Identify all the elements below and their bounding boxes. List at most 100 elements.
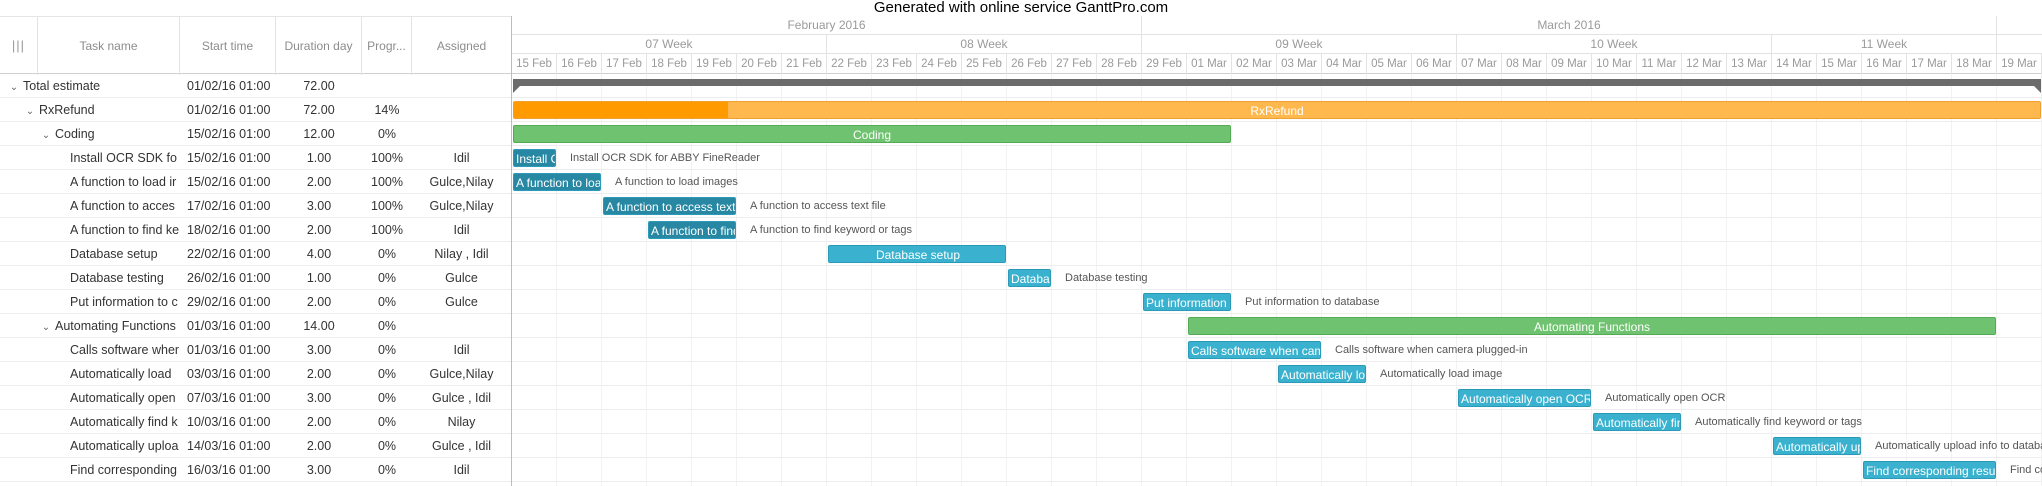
start-time-cell[interactable]: 01/02/16 01:00 <box>187 103 271 117</box>
start-time-cell[interactable]: 26/02/16 01:00 <box>187 271 271 285</box>
task-bar[interactable]: Automatically upload info to database <box>1773 437 1861 455</box>
duration-cell[interactable]: 2.00 <box>306 367 332 381</box>
table-row[interactable]: Automatically load 03/03/16 01:00 2.00 0% Gu… <box>0 362 511 386</box>
assigned-cell[interactable]: Gulce,Nilay <box>429 175 494 189</box>
progress-cell[interactable]: 14% <box>374 103 400 117</box>
task-bar[interactable]: Database setup <box>828 245 1006 263</box>
group-bar[interactable]: Coding <box>513 125 1231 143</box>
start-time-cell[interactable]: 16/03/16 01:00 <box>187 463 271 477</box>
task-name-cell[interactable]: A function to acces <box>0 194 180 218</box>
progress-cell[interactable]: 0% <box>377 367 397 381</box>
assigned-cell[interactable] <box>412 74 511 98</box>
group-bar[interactable]: Automating Functions <box>1188 317 1996 335</box>
start-time-cell[interactable]: 07/03/16 01:00 <box>187 391 271 405</box>
duration-cell[interactable]: 1.00 <box>306 271 332 285</box>
start-time-cell[interactable]: 15/02/16 01:00 <box>187 151 271 165</box>
task-name-cell[interactable]: Calls software wher <box>0 338 180 362</box>
duration-cell[interactable]: 2.00 <box>306 439 332 453</box>
chevron-down-icon[interactable]: ⌄ <box>9 82 19 93</box>
task-bar[interactable]: A function to load images <box>513 173 601 191</box>
duration-cell[interactable]: 14.00 <box>303 319 335 333</box>
progress-cell[interactable]: 0% <box>377 271 397 285</box>
task-name-cell[interactable]: Automatically find k <box>0 410 180 434</box>
task-bar[interactable]: Automatically load image <box>1278 365 1366 383</box>
duration-cell[interactable]: 72.00 <box>303 103 335 117</box>
start-time-cell[interactable]: 22/02/16 01:00 <box>187 247 271 261</box>
column-header-assigned[interactable]: Assigned <box>436 39 487 53</box>
progress-cell[interactable]: 0% <box>377 127 397 141</box>
progress-cell[interactable]: 0% <box>377 463 397 477</box>
progress-cell[interactable]: 100% <box>371 151 403 165</box>
progress-cell[interactable]: 0% <box>377 295 397 309</box>
assigned-cell[interactable]: Idil <box>453 223 470 237</box>
assigned-cell[interactable] <box>412 314 511 338</box>
duration-cell[interactable]: 2.00 <box>306 415 332 429</box>
task-name-cell[interactable]: A function to find ke <box>0 218 180 242</box>
chevron-down-icon[interactable]: ⌄ <box>41 322 51 333</box>
task-bar[interactable]: Find corresponding result <box>1863 461 1996 479</box>
column-header-task-name[interactable]: Task name <box>38 17 180 75</box>
progress-cell[interactable]: 100% <box>371 175 403 189</box>
task-bar[interactable]: Install OCR SDK for ABBY FineReader <box>513 149 556 167</box>
progress-cell[interactable] <box>362 74 412 98</box>
task-bar[interactable]: Calls software when camera plugged-in <box>1188 341 1321 359</box>
assigned-cell[interactable]: Nilay <box>447 415 476 429</box>
duration-cell[interactable]: 12.00 <box>303 127 335 141</box>
chevron-down-icon[interactable]: ⌄ <box>25 106 35 117</box>
task-name-cell[interactable]: Find corresponding <box>0 458 180 482</box>
start-time-cell[interactable]: 29/02/16 01:00 <box>187 295 271 309</box>
chevron-down-icon[interactable]: ⌄ <box>41 130 51 141</box>
duration-cell[interactable]: 3.00 <box>306 463 332 477</box>
task-bar[interactable]: Automatically open OCR <box>1458 389 1591 407</box>
task-bar[interactable]: Put information to database <box>1143 293 1231 311</box>
project-bar[interactable]: RxRefund <box>513 101 2041 119</box>
task-name-cell[interactable]: ⌄RxRefund <box>0 98 180 122</box>
column-header-start-time[interactable]: Start time <box>180 17 276 75</box>
assigned-cell[interactable]: Gulce,Nilay <box>429 367 494 381</box>
duration-cell[interactable]: 2.00 <box>306 223 332 237</box>
start-time-cell[interactable]: 03/03/16 01:00 <box>187 367 271 381</box>
task-name-cell[interactable]: ⌄Automating Functions <box>0 314 180 338</box>
duration-cell[interactable]: 2.00 <box>306 175 332 189</box>
task-name-cell[interactable]: Automatically load <box>0 362 180 386</box>
assigned-cell[interactable]: Gulce , Idil <box>431 391 492 405</box>
assigned-cell[interactable]: Idil <box>453 151 470 165</box>
progress-cell[interactable]: 100% <box>371 199 403 213</box>
progress-cell[interactable]: 100% <box>371 223 403 237</box>
task-name-cell[interactable]: Install OCR SDK fo <box>0 146 180 170</box>
progress-cell[interactable]: 0% <box>377 415 397 429</box>
task-name-cell[interactable]: A function to load ir <box>0 170 180 194</box>
table-row[interactable]: Put information to c 29/02/16 01:00 2.00 0%… <box>0 290 511 314</box>
assigned-cell[interactable]: Gulce <box>445 295 478 309</box>
task-bar[interactable]: A function to find keyword or tags <box>648 221 736 239</box>
start-time-cell[interactable]: 01/02/16 01:00 <box>187 79 271 93</box>
assigned-cell[interactable]: Gulce <box>445 271 478 285</box>
progress-cell[interactable]: 0% <box>377 247 397 261</box>
task-bar[interactable]: Database testing <box>1008 269 1051 287</box>
duration-cell[interactable]: 2.00 <box>306 295 332 309</box>
column-drag-handle[interactable]: ||| <box>0 17 38 75</box>
progress-cell[interactable]: 0% <box>377 319 397 333</box>
task-name-cell[interactable]: Database testing <box>0 266 180 290</box>
task-name-cell[interactable]: Put information to c <box>0 290 180 314</box>
assigned-cell[interactable]: Gulce , Idil <box>431 439 492 453</box>
start-time-cell[interactable]: 01/03/16 01:00 <box>187 343 271 357</box>
task-name-cell[interactable]: Database setup <box>0 242 180 266</box>
duration-cell[interactable]: 3.00 <box>306 391 332 405</box>
table-row[interactable]: Database testing 26/02/16 01:00 1.00 0% Gulc… <box>0 266 511 290</box>
start-time-cell[interactable]: 15/02/16 01:00 <box>187 127 271 141</box>
assigned-cell[interactable]: Gulce,Nilay <box>429 199 494 213</box>
duration-cell[interactable]: 3.00 <box>306 343 332 357</box>
task-name-cell[interactable]: ⌄Coding <box>0 122 180 146</box>
task-bar[interactable]: Automatically find keyword or tags <box>1593 413 1681 431</box>
